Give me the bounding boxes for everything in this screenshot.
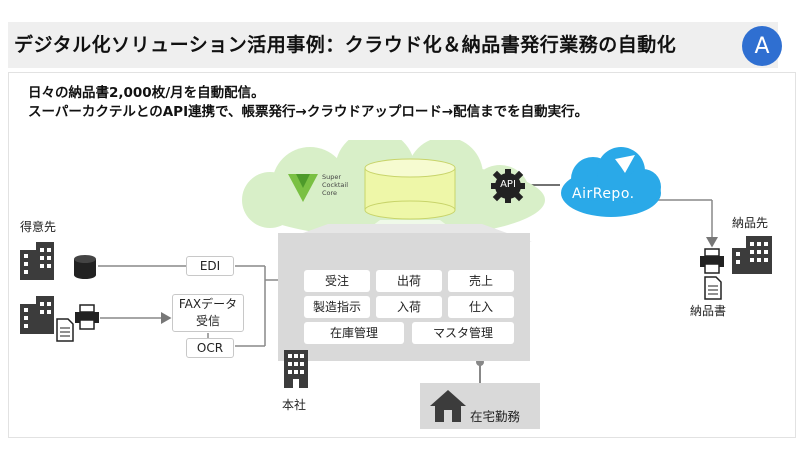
header: デジタル化ソリューション活用事例：クラウド化＆納品書発行業務の自動化 A [0,0,800,68]
api-gear-icon [491,169,525,203]
fax-receive-label: FAXデータ 受信 [172,294,244,332]
intro-line-2: スーパーカクテルとのAPI連携で、帳票発行→クラウドアップロード→配信までを自動… [28,104,589,120]
module-production: 製造指示 [304,296,370,318]
title-bar [8,22,778,68]
airrepo-label: AirRepo. [572,186,635,202]
intro-text: 日々の納品書2,000枚/月を自動配信。 スーパーカクテルとのAPI連携で、帳票… [28,84,588,122]
edi-label: EDI [186,256,234,276]
home-label: 在宅勤務 [470,409,521,424]
customer-label: 得意先 [20,220,57,234]
hq-label: 本社 [282,398,307,412]
home-icon [430,390,466,422]
ocr-label: OCR [186,338,234,358]
hq-building-icon [284,350,308,388]
api-label: API [500,179,516,190]
page-title: デジタル化ソリューション活用事例：クラウド化＆納品書発行業務の自動化 [14,34,677,56]
module-sales: 売上 [448,270,514,292]
section-badge: A [742,26,782,66]
intro-line-1: 日々の納品書2,000枚/月を自動配信。 [28,85,265,101]
fax-printer-icon [75,304,99,330]
database-cylinder [364,158,456,220]
customer-building-2-icon [20,296,54,334]
destination-building-icon [732,236,772,274]
document-icon [56,318,74,342]
module-purchase: 仕入 [448,296,514,318]
module-receiving: 入荷 [376,296,442,318]
customer-building-icon [20,242,54,280]
module-shipping: 出荷 [376,270,442,292]
cocktail-logo [288,174,318,202]
delivery-note-label: 納品書 [690,304,727,318]
database-icon [74,255,96,279]
cocktail-logo-text: Super Cocktail Core [322,173,348,197]
destination-label: 納品先 [732,216,769,230]
module-order: 受注 [304,270,370,292]
module-master: マスタ管理 [412,322,514,344]
delivery-note-icon [704,276,722,300]
printer-icon [700,248,724,274]
module-inventory: 在庫管理 [304,322,404,344]
airrepo-cloud-icon [561,147,661,217]
